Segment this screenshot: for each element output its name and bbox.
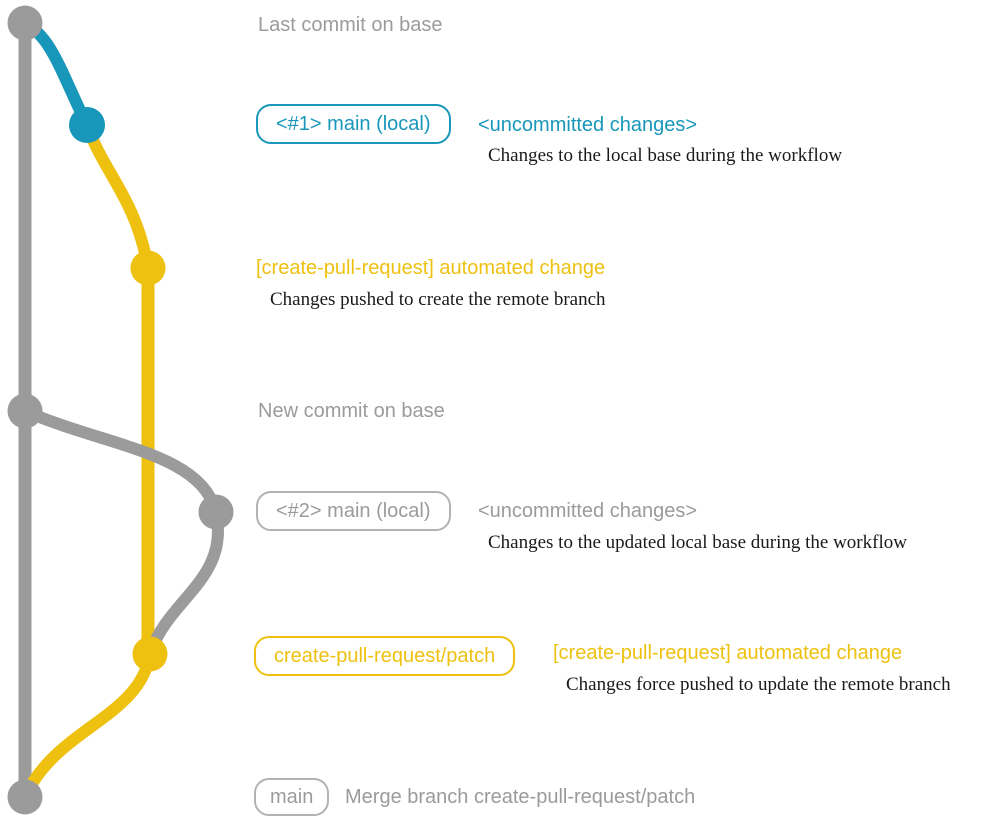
uncommitted-changes-1-description: Changes to the local base during the wor… (488, 145, 843, 166)
commit-node-new-base (7, 393, 43, 429)
updated-local-base-curve-in (144, 506, 224, 660)
uncommitted-changes-2: <uncommitted changes> (478, 500, 698, 522)
automated-change-2-description: Changes force pushed to update the remot… (566, 674, 951, 695)
branch-label-patch: create-pull-request/patch (254, 636, 516, 676)
commit-node-merge (7, 779, 43, 815)
commit-node-local-main-1 (69, 107, 105, 143)
branch-label-main-local-1: <#1> main (local) (256, 104, 451, 144)
branch-label-main: main (254, 778, 330, 816)
patch-merge-curve (19, 648, 156, 803)
branch-label-main-local-1-text: <#1> main (local) (276, 112, 431, 135)
branch-label-main-local-2-text: <#2> main (local) (276, 499, 431, 522)
merge-commit-title: Merge branch create-pull-request/patch (345, 786, 696, 808)
uncommitted-changes-2-description: Changes to the updated local base during… (488, 532, 907, 553)
updated-local-base-curve-out (19, 405, 222, 518)
branch-label-main-local-2: <#2> main (local) (256, 491, 451, 531)
new-commit-title: New commit on base (258, 400, 445, 422)
automated-change-1-title: [create-pull-request] automated change (256, 257, 606, 279)
branch-label-patch-text: create-pull-request/patch (274, 644, 496, 667)
branch-label-main-text: main (270, 785, 314, 808)
commit-node-last-base (7, 5, 43, 41)
uncommitted-changes-1: <uncommitted changes> (478, 114, 698, 136)
automated-change-2-title: [create-pull-request] automated change (553, 642, 903, 664)
automated-change-1-description: Changes pushed to create the remote bran… (270, 289, 606, 310)
patch-branch-curve-top (81, 119, 154, 274)
last-commit-title: Last commit on base (258, 14, 443, 36)
commit-node-local-main-2 (198, 494, 234, 530)
commit-node-automated-change-1 (130, 250, 166, 286)
commit-node-automated-change-2 (132, 636, 168, 672)
